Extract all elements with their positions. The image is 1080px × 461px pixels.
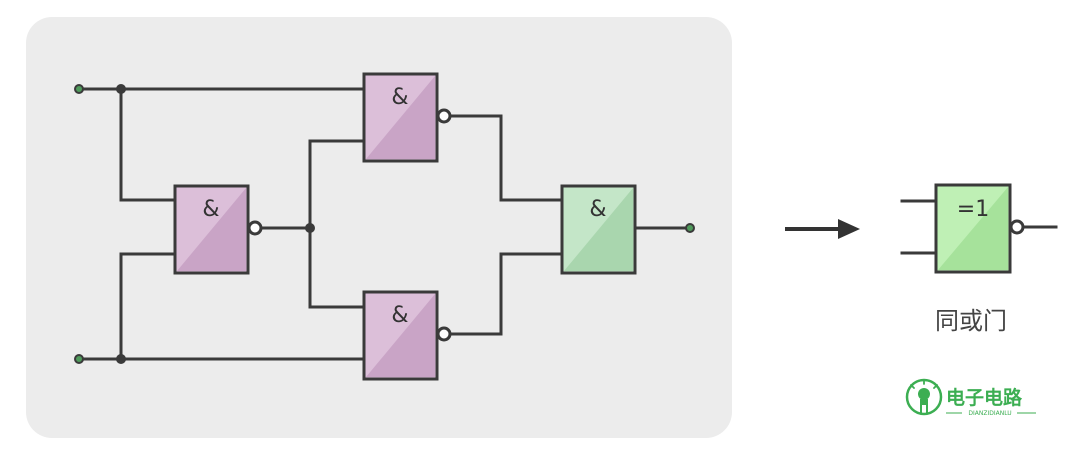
wire-to-bottom-gate — [308, 226, 366, 309]
circuit-panel — [26, 17, 732, 438]
inversion-bubble — [1009, 219, 1025, 235]
input-terminal-b — [74, 354, 84, 364]
inversion-bubble — [436, 108, 452, 124]
logo: 电子电路 DIANZIDIANLU — [905, 378, 1036, 417]
xnor-gate-equivalent: =1 — [900, 183, 1058, 274]
right-arrow-icon — [785, 219, 860, 239]
inversion-bubble — [247, 220, 263, 236]
inversion-bubble — [436, 326, 452, 342]
led-bulb-icon — [905, 378, 943, 416]
gate-label: & — [202, 197, 219, 222]
output-terminal — [685, 223, 695, 233]
wire-bottom-gate-out — [449, 252, 564, 336]
wire-to-top-gate — [308, 139, 366, 230]
nand-gate-bottom: & — [362, 290, 452, 381]
gate-label: & — [391, 303, 408, 328]
xnor-gate-label: =1 — [957, 197, 989, 222]
input-terminal-a — [74, 84, 84, 94]
wire-top-gate-out — [449, 114, 564, 202]
nand-gate-left: & — [173, 184, 263, 275]
xnor-caption: 同或门 — [935, 307, 1007, 335]
gate-label: & — [391, 85, 408, 110]
logo-text: 电子电路 — [946, 386, 1023, 409]
logo-subtext: DIANZIDIANLU — [968, 410, 1011, 417]
wire-input-b-left-gate — [119, 252, 177, 361]
wire-input-a-left-gate — [119, 87, 177, 202]
junction-dot-a — [116, 84, 126, 94]
junction-dot-mid — [305, 223, 315, 233]
nand-gate-top: & — [362, 72, 452, 163]
output-gate-green: & — [560, 184, 637, 275]
junction-dot-b — [116, 354, 126, 364]
circuit-wires — [77, 87, 692, 361]
gate-label: & — [589, 197, 606, 222]
